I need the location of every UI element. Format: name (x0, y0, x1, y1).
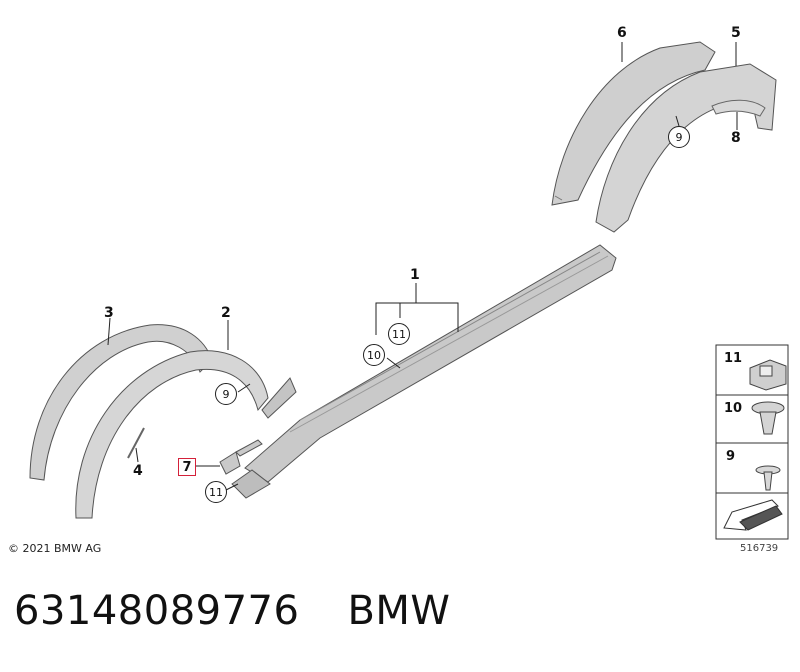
callout-10: 10 (363, 344, 385, 366)
part-number: 63148089776 (14, 588, 300, 634)
rear-wheel-arch-trim (551, 41, 716, 206)
callout-11-top: 11 (388, 323, 410, 345)
rear-wheel-arch-cover (595, 63, 777, 233)
callout-9-front: 9 (215, 383, 237, 405)
expanding-rivet-icon (751, 401, 785, 435)
callout-1: 1 (410, 267, 420, 283)
legend-label-10: 10 (724, 401, 743, 416)
legend-label-11: 11 (724, 351, 743, 366)
copyright-notice: © 2021 BMW AG (8, 542, 102, 555)
callout-6: 6 (617, 25, 627, 41)
callout-4: 4 (133, 463, 143, 479)
front-wheel-arch-cover (75, 350, 297, 519)
callout-7-highlighted: 7 (178, 458, 196, 476)
fastener-legend (715, 344, 789, 540)
callout-3: 3 (104, 305, 114, 321)
legend-label-9: 9 (726, 449, 736, 464)
leader-lines (107, 42, 738, 491)
clip-nut-icon (749, 359, 787, 391)
side-sill-panel (231, 244, 617, 499)
footer-caption: 63148089776 BMW (14, 588, 498, 634)
callout-9-rear: 9 (668, 126, 690, 148)
mounting-bracket (219, 439, 263, 475)
callout-11-front: 11 (205, 481, 227, 503)
drawing-number: 516739 (740, 543, 779, 554)
brand-name: BMW (347, 588, 451, 634)
callout-2: 2 (221, 305, 231, 321)
direction-arrow-icon (723, 499, 783, 531)
callout-5: 5 (731, 25, 741, 41)
rear-arch-seal (711, 99, 766, 117)
trim-strip-rod (127, 427, 145, 459)
callout-8: 8 (731, 130, 741, 146)
screw-icon (755, 465, 781, 491)
